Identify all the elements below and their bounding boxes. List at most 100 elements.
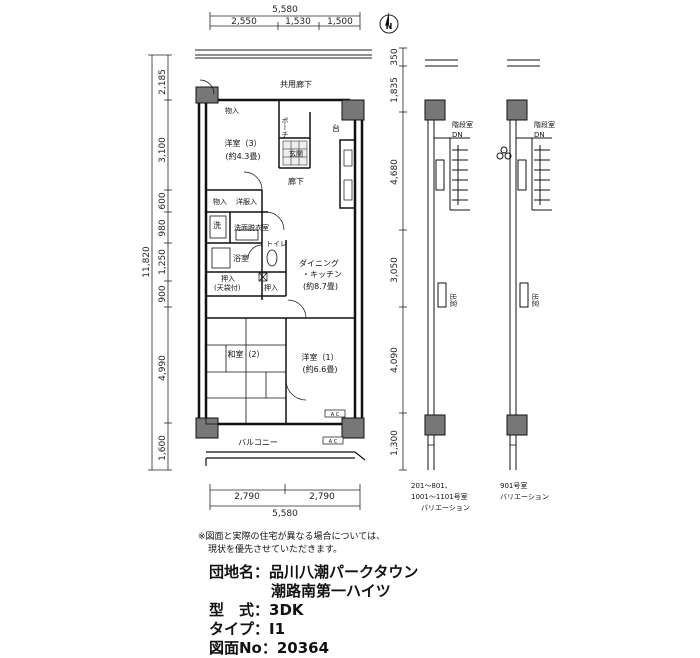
variation-a-caption-1: 201～801、 [411, 482, 452, 490]
type2-label: タイプ： [209, 620, 270, 638]
ac-label-2: A C [329, 439, 338, 445]
entrance-floor [282, 140, 308, 166]
ac-label-1: A C [331, 412, 340, 418]
variation-b-stair-label: 階段室 [534, 120, 555, 129]
western-room-1-size: (約6.6畳) [303, 364, 338, 374]
wardrobe-label: 洋服入 [236, 197, 257, 206]
top-dimension-3: 1,500 [327, 17, 353, 27]
stove-icon [343, 179, 353, 201]
storage-label: 物入 [225, 106, 239, 115]
north-arrow-icon: N [379, 12, 399, 34]
variation-b-columns [506, 99, 528, 436]
right-dimension-2: 1,835 [390, 77, 400, 103]
bottom-dimension-lines [209, 484, 361, 510]
top-dimension-lines [209, 12, 361, 30]
type2-row: タイプ：I1 [209, 620, 418, 639]
right-dimension-lines [399, 47, 407, 471]
right-dimension-4: 3,050 [390, 257, 400, 283]
toilet-label: トイレ [266, 240, 287, 248]
tatami-grid [205, 317, 287, 425]
variation-b-dn-label: DN [534, 131, 545, 139]
oshiire-1-label: 押入 [221, 274, 235, 283]
variation-a-caption-2: 1001～1101号室 [411, 492, 468, 501]
sink-icon [235, 229, 259, 241]
complex-name-2: 潮路南第一ハイツ [271, 582, 391, 600]
balcony-label: バルコニー [238, 438, 278, 447]
shared-corridor [195, 49, 372, 59]
oshiire-1-sub-label: (天袋付) [214, 283, 241, 292]
western-room-3-label: 洋室（3） [224, 138, 261, 148]
bath-label: 浴室 [233, 253, 249, 263]
top-dimension-1: 2,550 [231, 17, 257, 27]
right-dimension-3: 4,680 [390, 159, 400, 185]
stand-label: 台 [332, 123, 340, 133]
variation-b-bay-label: 出窓 [531, 293, 540, 307]
ac-unit-icon [324, 409, 346, 418]
porch-label: ポーチ [281, 117, 289, 138]
left-dimension-8: 1,600 [158, 435, 168, 461]
type-row: 型 式：3DK [209, 601, 418, 620]
right-dimension-5: 4,090 [390, 347, 400, 373]
complex-name-1: 品川八潮パークタウン [269, 563, 419, 581]
left-total-dimension: 11,820 [142, 246, 152, 278]
note-line-2: 現状を優先させていただきます。 [208, 545, 343, 555]
bottom-dimension-1: 2,790 [234, 492, 260, 502]
washroom-label: 洗面脱衣室 [234, 223, 269, 232]
right-dimension-1: 350 [390, 48, 400, 65]
note-line-1: ※図面と実際の住宅が異なる場合については、 [198, 532, 386, 542]
type-label: 型 式： [209, 601, 270, 619]
shared-corridor-label: 共用廊下 [280, 79, 312, 89]
structural-columns [195, 86, 365, 439]
drawing-label: 図面No： [209, 639, 277, 657]
drawing-value: 20364 [276, 639, 330, 657]
variation-a-balcony [428, 444, 435, 470]
bathtub-icon [211, 247, 231, 269]
variation-a-columns [424, 99, 446, 436]
compass-label: N [386, 22, 393, 31]
entrance-label: 玄関 [289, 149, 303, 158]
left-dimension-3: 600 [158, 192, 168, 209]
top-total-dimension: 5,580 [272, 5, 298, 15]
hallway-label: 廊下 [288, 176, 304, 186]
variation-a-bay-label: 出窓 [449, 293, 458, 307]
disclaimer-note: ※図面と実際の住宅が異なる場合については、 現状を優先させていただきます。 [198, 531, 438, 557]
washer-space [209, 215, 227, 239]
complex-name-row-2: 潮路南第一ハイツ [209, 582, 418, 601]
complex-label: 団地名： [209, 563, 270, 581]
pipe-space-icon [258, 272, 268, 282]
complex-name-row: 団地名：品川八潮パークタウン [209, 563, 418, 582]
toilet-icon [266, 249, 278, 267]
right-dimension-6: 1,300 [390, 430, 400, 456]
left-dimension-5: 1,250 [158, 249, 168, 275]
variation-b-caption-1: 901号室 [500, 481, 527, 490]
left-dimension-4: 980 [158, 219, 168, 236]
left-dimension-2: 3,100 [158, 137, 168, 163]
variation-a-dn-label: DN [452, 131, 463, 139]
variation-a-caption-3: バリエーション [421, 504, 470, 512]
drawing-row: 図面No：20364 [209, 639, 418, 658]
variation-a-plan [425, 59, 470, 470]
washer-label: 洗 [213, 220, 221, 230]
top-dimension-2: 1,530 [285, 17, 311, 27]
variation-b-caption-2: バリエーション [500, 493, 549, 501]
closet-storage-label: 物入 [213, 197, 227, 206]
type-value: 3DK [269, 601, 304, 619]
japanese-room-2-label: 和室（2） [227, 349, 264, 359]
dining-kitchen-label-2: ・キッチン [302, 270, 342, 279]
door-swings [243, 171, 307, 401]
variation-b-balcony [510, 444, 517, 470]
dining-kitchen-size: (約8.7畳) [303, 281, 338, 291]
western-room-3-size: (約4.3畳) [226, 151, 261, 161]
bottom-dimension-2: 2,790 [309, 492, 335, 502]
dining-kitchen-label-1: ダイニング [299, 258, 339, 268]
balcony-outline [205, 451, 366, 466]
left-dimension-1: 2,185 [158, 69, 168, 95]
oshiire-2-label: 押入 [264, 283, 278, 292]
ac-outdoor-icon [322, 436, 344, 445]
bottom-total-dimension: 5,580 [272, 509, 298, 519]
western-room-1-label: 洋室（1） [301, 352, 338, 362]
kitchen-sink-icon [343, 149, 353, 167]
type2-value: I1 [269, 620, 286, 638]
variation-a-stair-label: 階段室 [452, 120, 473, 129]
